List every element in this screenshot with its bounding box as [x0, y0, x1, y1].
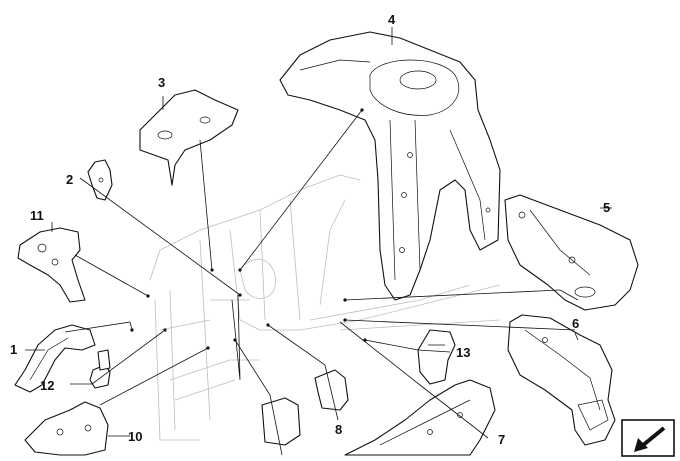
callout-1: 1 [10, 342, 17, 357]
callout-9: 9 [278, 458, 285, 461]
callout-7: 7 [498, 432, 505, 447]
part-11-bracket [17, 227, 86, 303]
callout-2: 2 [66, 172, 73, 187]
leader-lines [25, 27, 612, 456]
callout-6: 6 [572, 316, 579, 331]
part-8-gusset [314, 369, 349, 411]
part-3-bracket [139, 89, 239, 186]
part-1-strap [14, 324, 96, 393]
body-structure-ghost [149, 174, 501, 441]
callout-11: 11 [30, 208, 44, 223]
part-10-lower-bracket [24, 401, 109, 456]
callout-3: 3 [158, 75, 165, 90]
part-4-shock-tower [279, 31, 501, 301]
part-7-rail [344, 379, 496, 456]
part-12-bolt [89, 349, 111, 389]
part-5-rear-bracket [504, 194, 639, 311]
callout-12: 12 [40, 378, 54, 393]
callout-5: 5 [603, 200, 610, 215]
callout-13: 13 [456, 345, 470, 360]
callout-labels: 4 3 2 11 5 6 1 13 12 8 10 7 9 [10, 12, 610, 461]
part-13-bracket [417, 329, 456, 385]
part-6-side-member [507, 314, 616, 446]
leader-dots [130, 108, 367, 350]
callout-10: 10 [128, 429, 142, 444]
callout-8: 8 [335, 422, 342, 437]
arrow-down-left-icon[interactable] [621, 419, 675, 457]
callout-4: 4 [388, 12, 396, 27]
part-2-clip [87, 159, 113, 201]
part-9-gusset [261, 397, 301, 446]
